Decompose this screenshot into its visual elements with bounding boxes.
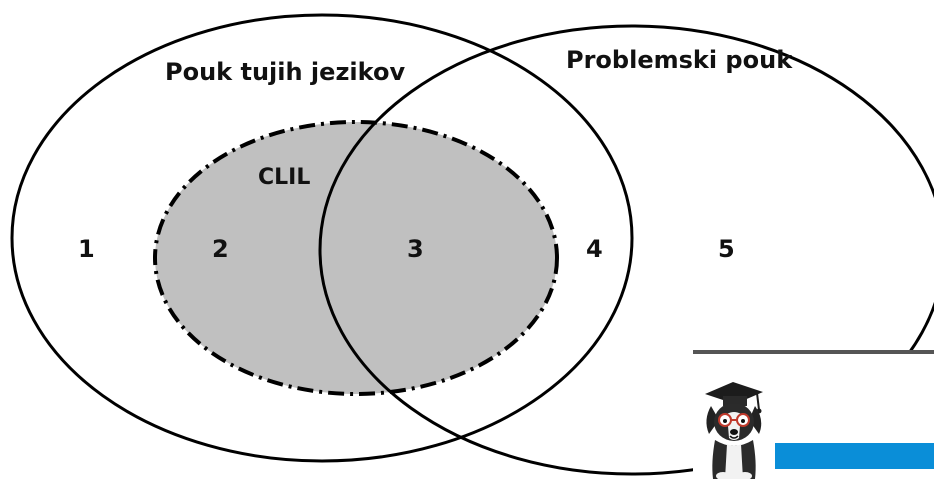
set-label-clil: CLIL: [258, 165, 310, 190]
foreign-language-teaching-ellipse: [10, 13, 634, 463]
region-number-5: 5: [718, 235, 735, 263]
overlay-progress-bar: [775, 443, 934, 469]
graduate-dog-mascot-icon: [705, 382, 763, 479]
overlay-divider: [693, 350, 934, 354]
region-number-2: 2: [212, 235, 229, 263]
overlay-widget: [693, 350, 934, 479]
region-number-3: 3: [407, 235, 424, 263]
region-number-1: 1: [78, 235, 95, 263]
set-label-foreign-language-teaching: Pouk tujih jezikov: [165, 58, 405, 86]
region-number-4: 4: [586, 235, 603, 263]
problem-based-teaching-ellipse: [318, 24, 934, 476]
clil-ellipse: [153, 120, 559, 396]
set-label-problem-based-teaching: Problemski pouk: [566, 46, 793, 74]
